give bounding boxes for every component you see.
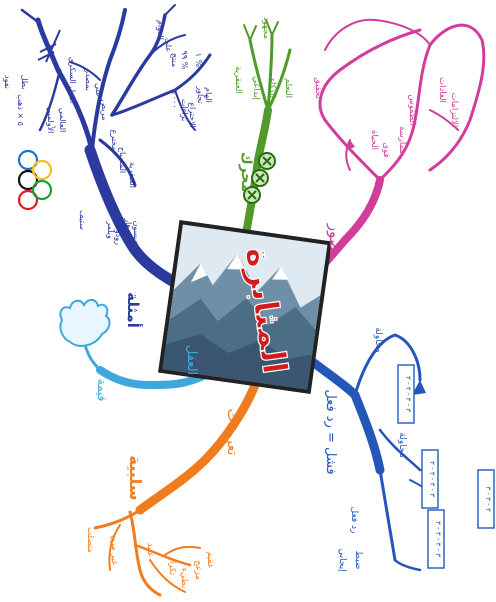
attempt-box-label-4: ٣ - ٣ - ٣ — [484, 486, 492, 512]
example-item-22: الاختراع — [188, 102, 197, 128]
definition-item-6: مزعج — [193, 560, 203, 580]
definitions-branch — [93, 380, 260, 597]
motivator-item-3: إبداعي — [251, 76, 261, 100]
definition-item-7: عقيم — [205, 551, 215, 569]
definition-item-1: متصلب — [85, 527, 95, 553]
example-item-8: مريض — [100, 100, 109, 121]
motivator-branch — [241, 19, 292, 244]
attempt-box-label-1: ٣ - ٣ - ٣ - ٣ — [404, 376, 412, 412]
failure-arrow-icon — [412, 380, 426, 395]
motivator-item-5: التعلم — [283, 78, 293, 98]
failure-item-3: رد فعل — [349, 507, 359, 534]
example-item-1: نقود — [3, 75, 12, 89]
definition-item-5: بطيء — [179, 568, 189, 588]
failure-item-4: إيجابي — [337, 548, 347, 572]
vision-item-1: تحقيق — [313, 77, 323, 99]
motivator-item-4: الذكاء — [267, 78, 277, 98]
hand-icon — [59, 298, 111, 347]
example-item-19: منتج — [170, 53, 179, 67]
failure-branch — [305, 333, 436, 572]
example-item-17: الدوام — [156, 20, 165, 40]
example-item-11: العبقرية — [128, 162, 137, 188]
example-item-24: ١ % — [194, 53, 203, 68]
definition-item-3: عنيد — [145, 543, 155, 558]
mind-sub-label: قيمة — [95, 379, 109, 402]
examples-label: أمثلة — [124, 292, 143, 328]
example-item-25: تجاوز — [196, 85, 205, 104]
olympic-rings-icon — [17, 149, 53, 211]
failure-label: فشل = رد فعل — [323, 389, 338, 474]
vision-item-2: الحياة — [369, 130, 379, 150]
attempt-box-label-3: ٣ - ٣ - ٣ - ٣ — [434, 521, 442, 557]
attempt-boxes — [397, 364, 495, 569]
failure-item-2: محاولة — [397, 432, 407, 457]
example-item-16: ديسون — [132, 221, 141, 244]
example-item-7: علي — [94, 83, 103, 97]
example-item-10: المصباح — [118, 147, 127, 173]
definitions-label: تعريفات — [224, 409, 240, 456]
failure-items: محاولة محاولة رد فعل إيجابي ضبط — [337, 327, 407, 571]
mind-branch — [83, 343, 209, 390]
central-image — [158, 220, 332, 394]
example-item-6: بمصدر — [84, 68, 93, 91]
example-item-12: ستيف — [78, 210, 87, 230]
vision-item-3: قوى — [381, 142, 391, 157]
motivator-item-1: مجهود — [261, 17, 271, 39]
example-item-15: سيدهار — [124, 217, 133, 242]
definition-item-2: غير مرن — [109, 535, 119, 565]
motivator-label: محرك — [238, 152, 254, 192]
example-item-4: العالمي — [58, 108, 67, 133]
example-item-27: ٥ × ذهب — [16, 94, 25, 126]
motivator-items: مجهود العبقرية إبداعي الذكاء التعلم — [233, 17, 293, 100]
example-item-26: الهام — [204, 87, 213, 103]
vision-arrow-icon — [346, 140, 355, 150]
example-item-9: مخترع — [110, 129, 119, 150]
example-item-14: رودولف — [114, 219, 123, 245]
example-item-20: ٢٠٠٠ — [170, 91, 179, 108]
example-item-23: ٩٩ % — [180, 51, 189, 70]
vision-item-4: الطقوس — [407, 95, 417, 126]
failure-item-5: ضبط — [353, 551, 363, 570]
definition-item-4: تكرار — [167, 556, 177, 576]
wheels-icon — [243, 152, 276, 204]
vision-item-6: العادات — [437, 77, 447, 103]
vision-item-7: الالتزامات — [449, 93, 459, 128]
example-item-3: الأولمبي — [46, 107, 56, 134]
definitions-sub-label: سلبية — [126, 455, 145, 500]
example-item-5: البول السكري — [68, 57, 77, 103]
example-item-21: براءات — [180, 99, 189, 121]
attempt-box-label-2: ٣ - ٣ - ٣ - ٣ — [428, 461, 436, 497]
motivator-item-2: العبقرية — [233, 66, 243, 94]
example-item-13: ويلمر — [106, 220, 115, 239]
strike-icon — [37, 29, 61, 63]
example-item-2: بطل — [20, 75, 29, 90]
vision-item-5: ممارسة — [397, 126, 407, 154]
failure-item-1: محاولة — [373, 327, 383, 352]
mind-label: العقل — [184, 345, 199, 375]
example-item-18: على — [164, 38, 173, 52]
vision-label: تصور — [326, 223, 344, 256]
failure-box-labels: ٣ - ٣ - ٣ - ٣ ٣ - ٣ - ٣ - ٣ ٣ - ٣ - ٣ - ٣ ٣… — [404, 376, 492, 557]
